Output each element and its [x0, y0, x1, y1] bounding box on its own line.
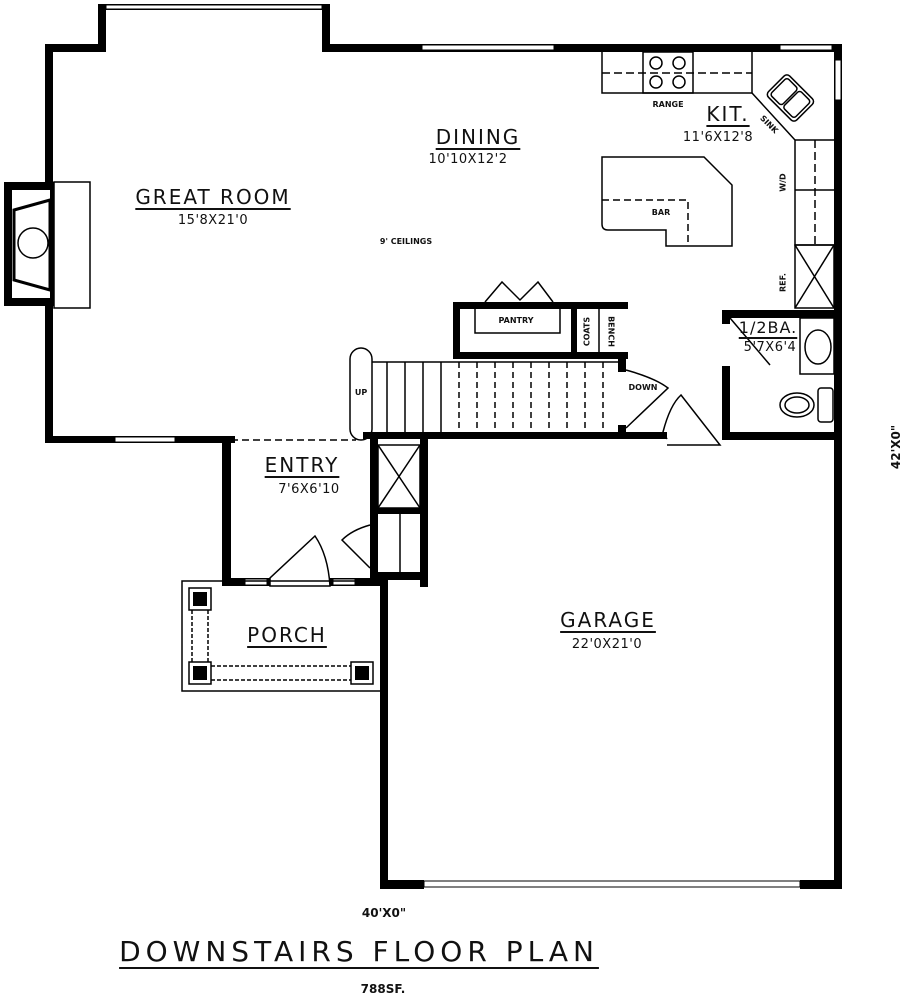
washer-dryer-label: W/D — [778, 173, 788, 192]
garage-label: GARAGE — [560, 608, 656, 632]
half-bath-label: 1/2BA. — [738, 318, 798, 337]
kitchen-dims: 11'6X12'8 — [682, 130, 754, 145]
windows — [105, 4, 842, 888]
half-bath-dims: 5'7X6'4 — [743, 340, 797, 355]
porch-columns — [181, 580, 383, 692]
garage-dims: 22'0X21'0 — [571, 637, 643, 652]
stairs-down-label: DOWN — [628, 383, 658, 392]
bar-label: BAR — [651, 208, 671, 217]
kitchen-counters — [601, 51, 835, 309]
pantry-stair-core — [363, 302, 667, 587]
dining-dims: 10'10X12'2 — [428, 152, 508, 167]
stairs-up-label: UP — [354, 388, 368, 397]
overall-depth-dim: 42'X0" — [889, 424, 903, 470]
great-room-label: GREAT ROOM — [135, 185, 291, 209]
kitchen-label: KIT. — [706, 102, 750, 126]
entry-label: ENTRY — [264, 453, 340, 477]
fireplace — [4, 181, 91, 309]
great-room-dims: 15'8X21'0 — [177, 213, 249, 228]
porch-label: PORCH — [247, 623, 327, 647]
ceiling-note: 9' CEILINGS — [379, 237, 433, 246]
coats-label: COATS — [582, 316, 592, 347]
pantry-label: PANTRY — [498, 316, 534, 325]
half-bath-walls — [722, 310, 834, 440]
refrigerator-label: REF. — [778, 273, 788, 292]
bench-label: BENCH — [606, 316, 616, 347]
entry-dims: 7'6X6'10 — [278, 482, 340, 497]
kitchen-bar — [601, 156, 733, 247]
plan-title: DOWNSTAIRS FLOOR PLAN — [119, 935, 599, 968]
dining-label: DINING — [435, 125, 521, 149]
square-footage: 788SF. — [360, 982, 406, 996]
overall-width-dim: 40'X0" — [361, 906, 407, 920]
range-label: RANGE — [652, 100, 684, 109]
